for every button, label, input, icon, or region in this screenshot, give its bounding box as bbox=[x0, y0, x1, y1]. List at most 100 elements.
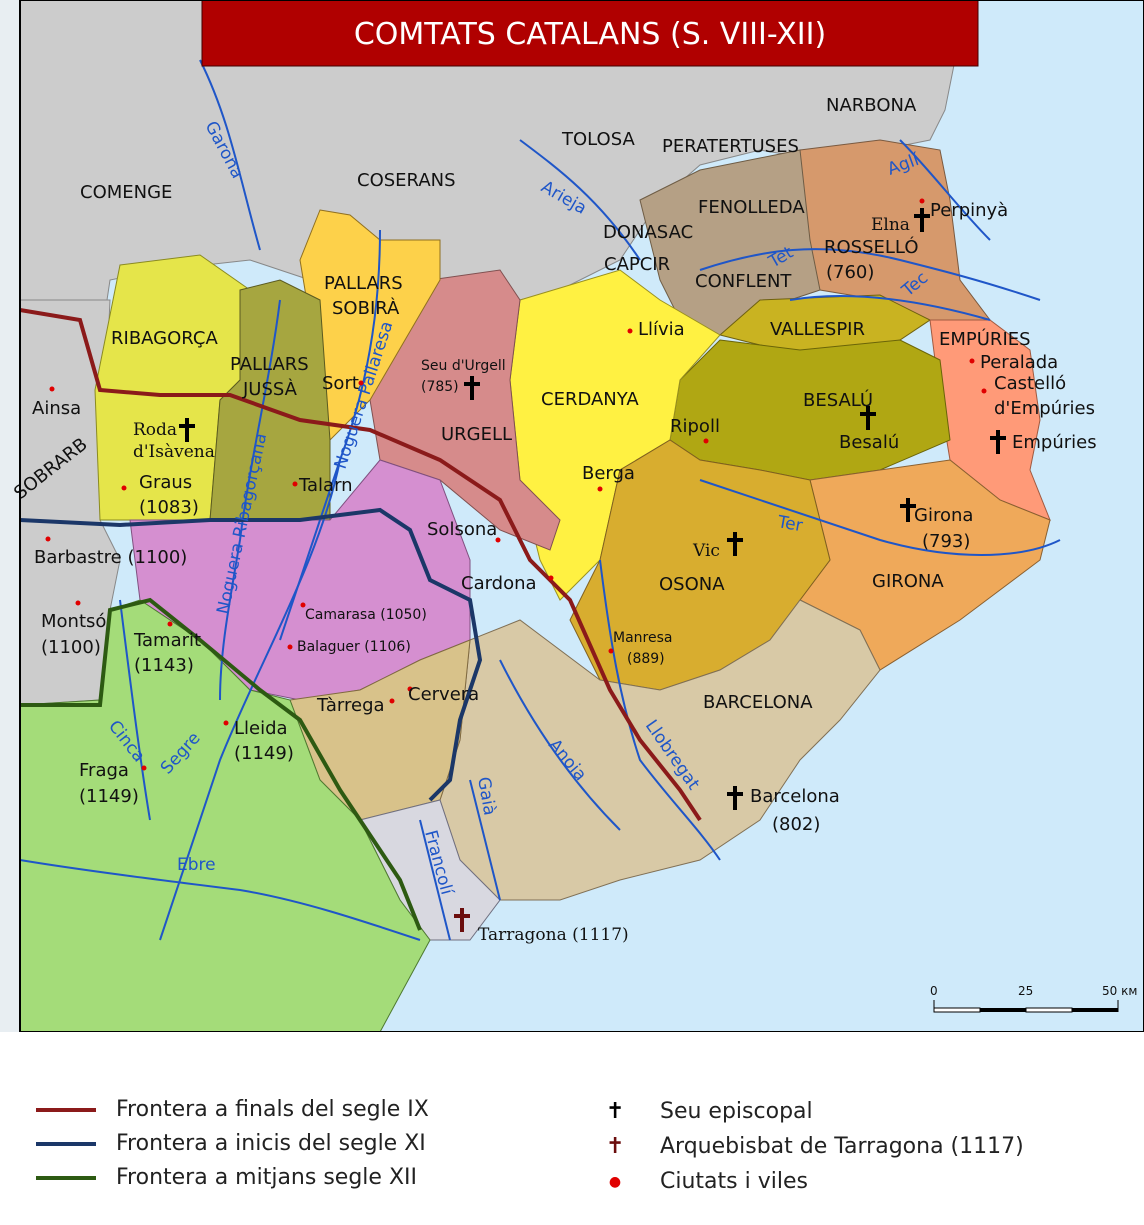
label-urgell: URGELL bbox=[441, 424, 512, 445]
label-pallars-sobira-2: SOBIRÀ bbox=[332, 297, 400, 319]
label-pallars-jussa-2: JUSSÀ bbox=[242, 378, 298, 400]
legend: Frontera a finals del segle IX Frontera … bbox=[0, 1032, 1144, 1225]
city-graus-2: (1083) bbox=[139, 497, 199, 518]
city-empories: Empúries bbox=[1012, 432, 1097, 453]
river-ebre: Ebre bbox=[177, 855, 216, 875]
city-perpinya: Perpinyà bbox=[930, 200, 1008, 221]
label-barcelona: BARCELONA bbox=[703, 692, 813, 713]
legend-see: ✝ Seu episcopal bbox=[606, 1099, 813, 1124]
city-vic: Vic bbox=[692, 541, 720, 561]
archbishop-cross-icon bbox=[454, 908, 470, 932]
city-roda-1: Roda bbox=[133, 420, 177, 440]
city-lleida-2: (1149) bbox=[234, 743, 294, 764]
city-roda-2: d'Isàvena bbox=[133, 442, 215, 462]
label-comenge: COMENGE bbox=[80, 182, 172, 203]
city-besalu: Besalú bbox=[839, 432, 899, 453]
city-ripoll: Ripoll bbox=[670, 416, 720, 437]
river-ter: Ter bbox=[775, 512, 804, 536]
city-peralada: Peralada bbox=[980, 352, 1058, 373]
city-montso-1: Montsó bbox=[41, 611, 106, 632]
label-cerdanya: CERDANYA bbox=[541, 389, 639, 410]
legend-frontier-ix: Frontera a finals del segle IX bbox=[36, 1097, 429, 1122]
legend-cities: ● Ciutats i viles bbox=[606, 1169, 808, 1194]
legend-frontier-ix-label: Frontera a finals del segle IX bbox=[116, 1097, 429, 1122]
label-besalu: BESALÚ bbox=[803, 389, 873, 411]
latin-cross-icon: ✝ bbox=[606, 1099, 625, 1124]
map-canvas: COMTATS CATALANS (S. VIII-XII) NARBONA T… bbox=[0, 0, 1144, 1032]
city-manresa-2: (889) bbox=[627, 651, 665, 667]
label-ribagorca: RIBAGORÇA bbox=[111, 328, 218, 349]
city-camarasa: Camarasa (1050) bbox=[305, 607, 427, 623]
legend-frontier-xii: Frontera a mitjans segle XII bbox=[36, 1165, 417, 1190]
rivers bbox=[19, 59, 1061, 941]
label-osona: OSONA bbox=[659, 574, 725, 595]
label-narbona: NARBONA bbox=[826, 95, 917, 116]
legend-archbishop: ✝ Arquebisbat de Tarragona (1117) bbox=[606, 1134, 1024, 1159]
label-conflent: CONFLENT bbox=[695, 271, 792, 292]
left-edge bbox=[0, 0, 20, 1032]
legend-frontier-xi: Frontera a inicis del segle XI bbox=[36, 1131, 426, 1156]
red-dot-icon: ● bbox=[608, 1173, 622, 1190]
frontier-xi bbox=[19, 507, 483, 802]
label-coserans: COSERANS bbox=[357, 170, 456, 191]
region-urgell bbox=[369, 269, 561, 551]
city-sort: Sort bbox=[322, 373, 359, 394]
city-manresa-1: Manresa bbox=[613, 630, 672, 646]
city-balaguer: Balaguer (1106) bbox=[297, 639, 411, 655]
city-barcelona-year: (802) bbox=[772, 814, 820, 835]
city-girona: Girona bbox=[914, 505, 973, 526]
latin-cross-icon bbox=[179, 208, 1006, 810]
city-elna: Elna bbox=[871, 215, 910, 235]
scale-mid: 25 bbox=[1018, 984, 1033, 998]
label-rossello-year: (760) bbox=[826, 262, 874, 283]
city-berga: Berga bbox=[582, 463, 635, 484]
label-rossello: ROSSELLÓ bbox=[824, 236, 918, 258]
city-castello-1: Castelló bbox=[994, 373, 1066, 394]
city-fraga-1: Fraga bbox=[79, 760, 129, 781]
city-tamarit-1: Tamarit bbox=[133, 630, 201, 651]
city-ainsa: Ainsa bbox=[32, 398, 81, 419]
label-fenolleda: FENOLLEDA bbox=[698, 197, 805, 218]
city-seu-urgell-1: Seu d'Urgell bbox=[421, 358, 506, 374]
city-montso-2: (1100) bbox=[41, 637, 101, 658]
city-tamarit-2: (1143) bbox=[134, 655, 194, 676]
legend-cities-label: Ciutats i viles bbox=[660, 1169, 808, 1194]
scale-bar: 0 25 50 км bbox=[930, 984, 1137, 1013]
map-title: COMTATS CATALANS (S. VIII-XII) bbox=[354, 17, 826, 52]
label-tolosa: TOLOSA bbox=[561, 129, 635, 150]
legend-line-red bbox=[36, 1107, 96, 1112]
legend-line-blue bbox=[36, 1141, 96, 1146]
latin-cross-icon: ✝ bbox=[606, 1134, 625, 1159]
label-girona: GIRONA bbox=[872, 571, 944, 592]
frontiers bbox=[19, 308, 702, 931]
city-cervera: Cervera bbox=[408, 684, 479, 705]
city-tarragona: Tarragona (1117) bbox=[478, 925, 629, 945]
legend-frontier-xi-label: Frontera a inicis del segle XI bbox=[116, 1131, 426, 1156]
label-empories: EMPÚRIES bbox=[939, 328, 1031, 350]
city-dots bbox=[45, 198, 987, 771]
city-labels: Perpinyà Elna Llívia Peralada Castelló d… bbox=[32, 200, 1097, 945]
frontier-ix bbox=[19, 308, 702, 822]
legend-archbishop-label: Arquebisbat de Tarragona (1117) bbox=[660, 1134, 1024, 1159]
city-talarn: Talarn bbox=[298, 475, 353, 496]
label-capcir: CAPCIR bbox=[604, 254, 670, 275]
label-donasac: DONASAC bbox=[603, 222, 693, 243]
city-lleida-1: Lleida bbox=[234, 718, 288, 739]
city-llivia: Llívia bbox=[638, 319, 685, 340]
label-pallars-sobira-1: PALLARS bbox=[324, 273, 403, 294]
city-girona-year: (793) bbox=[922, 531, 970, 552]
legend-line-green bbox=[36, 1175, 96, 1180]
scale-zero: 0 bbox=[930, 984, 938, 998]
city-cardona: Cardona bbox=[461, 573, 537, 594]
city-barcelona: Barcelona bbox=[750, 786, 840, 807]
city-solsona: Solsona bbox=[427, 519, 497, 540]
map-frame bbox=[19, 0, 1144, 1032]
label-vallespir: VALLESPIR bbox=[770, 319, 865, 340]
label-peratertuses: PERATERTUSES bbox=[662, 136, 799, 157]
city-barbastre: Barbastre (1100) bbox=[34, 547, 187, 568]
legend-see-label: Seu episcopal bbox=[660, 1099, 813, 1124]
title-banner bbox=[201, 0, 979, 67]
frontier-xii bbox=[20, 597, 422, 931]
city-tarrega: Tàrrega bbox=[316, 695, 385, 716]
city-fraga-2: (1149) bbox=[79, 786, 139, 807]
